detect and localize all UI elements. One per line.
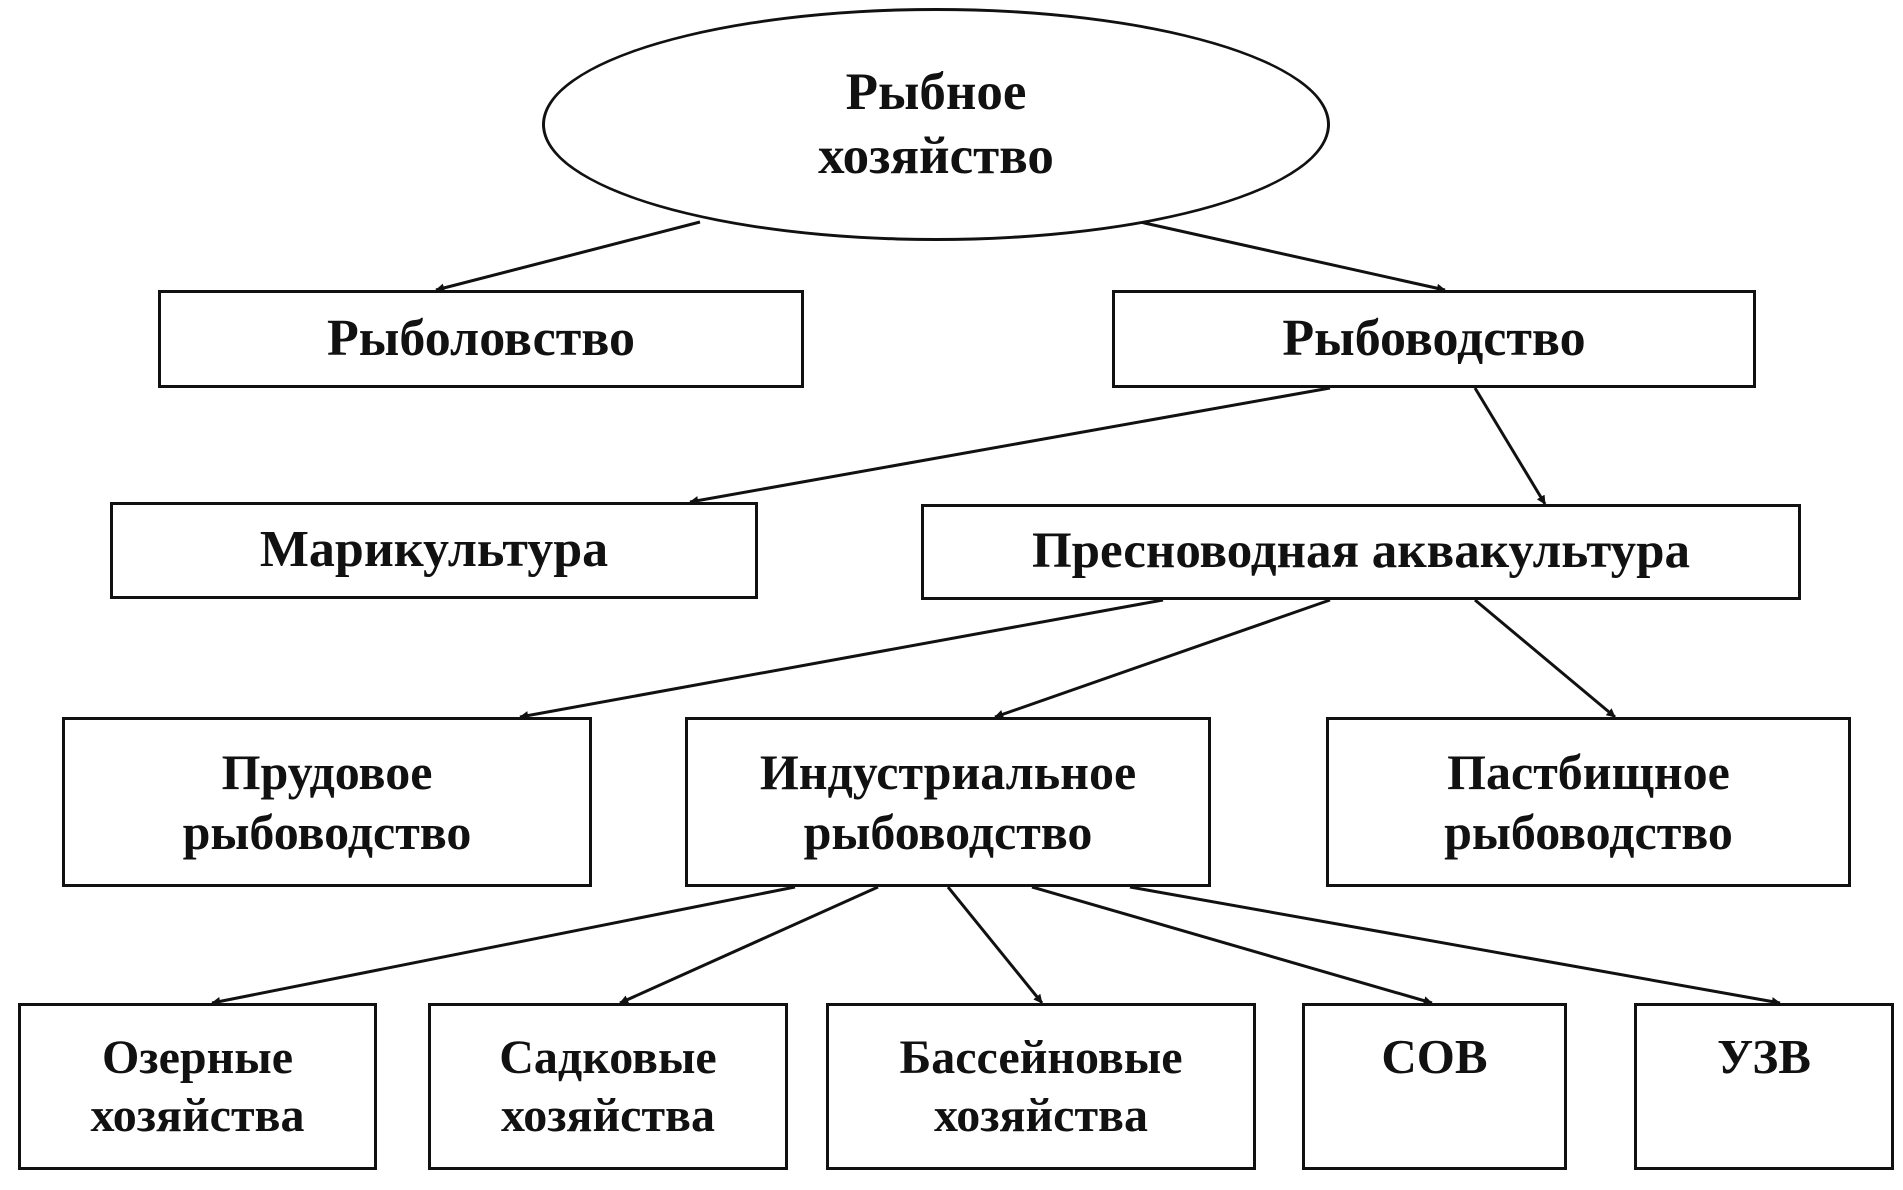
node-uzv-label: УЗВ xyxy=(1717,1029,1811,1084)
node-industrial-fish-farming-label: Индустриальное рыбоводство xyxy=(759,744,1137,860)
node-cage-farms-label: Садковые хозяйства xyxy=(499,1030,717,1142)
node-fishing: Рыболовство xyxy=(158,290,804,388)
node-fishing-label: Рыболовство xyxy=(327,309,635,367)
node-pond-fish-farming: Прудовое рыбоводство xyxy=(62,717,592,887)
arrow-industrialnoe-to-sov xyxy=(1031,885,1433,1006)
arrow-root-to-rybolovstvo xyxy=(435,220,701,293)
node-industrial-fish-farming: Индустриальное рыбоводство xyxy=(685,717,1211,887)
arrow-industrialnoe-to-ozernye xyxy=(211,885,796,1006)
node-mariculture: Марикультура xyxy=(110,502,758,599)
node-pool-farms-label: Бассейновые хозяйства xyxy=(899,1030,1183,1142)
root-node-label: Рыбное хозяйство xyxy=(818,62,1054,185)
root-node-fishery: Рыбное хозяйство xyxy=(542,8,1330,241)
arrow-industrialnoe-to-sadkovye xyxy=(619,885,879,1005)
node-cage-farms: Садковые хозяйства xyxy=(428,1003,788,1170)
arrow-presnovodnaya-to-industrialnoe xyxy=(994,598,1331,719)
node-lake-farms-label: Озерные хозяйства xyxy=(90,1030,305,1142)
node-sov: СОВ xyxy=(1302,1003,1567,1170)
node-pasture-fish-farming: Пастбищное рыбоводство xyxy=(1326,717,1851,887)
node-lake-farms: Озерные хозяйства xyxy=(18,1003,377,1170)
node-sov-label: СОВ xyxy=(1381,1029,1488,1084)
arrow-presnovodnaya-to-prudovoe xyxy=(519,598,1164,720)
arrow-rybovodstvo-to-presnovodnaya xyxy=(1473,387,1547,505)
arrow-industrialnoe-to-uzv xyxy=(1129,885,1781,1006)
node-uzv: УЗВ xyxy=(1634,1003,1894,1170)
node-pool-farms: Бассейновые хозяйства xyxy=(826,1003,1256,1170)
node-mariculture-label: Марикультура xyxy=(259,521,609,579)
node-fish-farming: Рыбоводство xyxy=(1112,290,1756,388)
node-pond-fish-farming-label: Прудовое рыбоводство xyxy=(182,744,472,860)
node-pasture-fish-farming-label: Пастбищное рыбоводство xyxy=(1444,744,1733,860)
node-freshwater-aquaculture: Пресноводная аквакультура xyxy=(921,504,1801,600)
arrow-rybovodstvo-to-marikultura xyxy=(689,386,1331,505)
node-fish-farming-label: Рыбоводство xyxy=(1282,309,1586,367)
arrow-presnovodnaya-to-pastbishchnoe xyxy=(1474,598,1616,719)
arrow-industrialnoe-to-basseynovye xyxy=(946,886,1044,1004)
arrow-root-to-rybovodstvo xyxy=(1139,220,1446,293)
node-freshwater-aquaculture-label: Пресноводная аквакультура xyxy=(1032,523,1690,580)
